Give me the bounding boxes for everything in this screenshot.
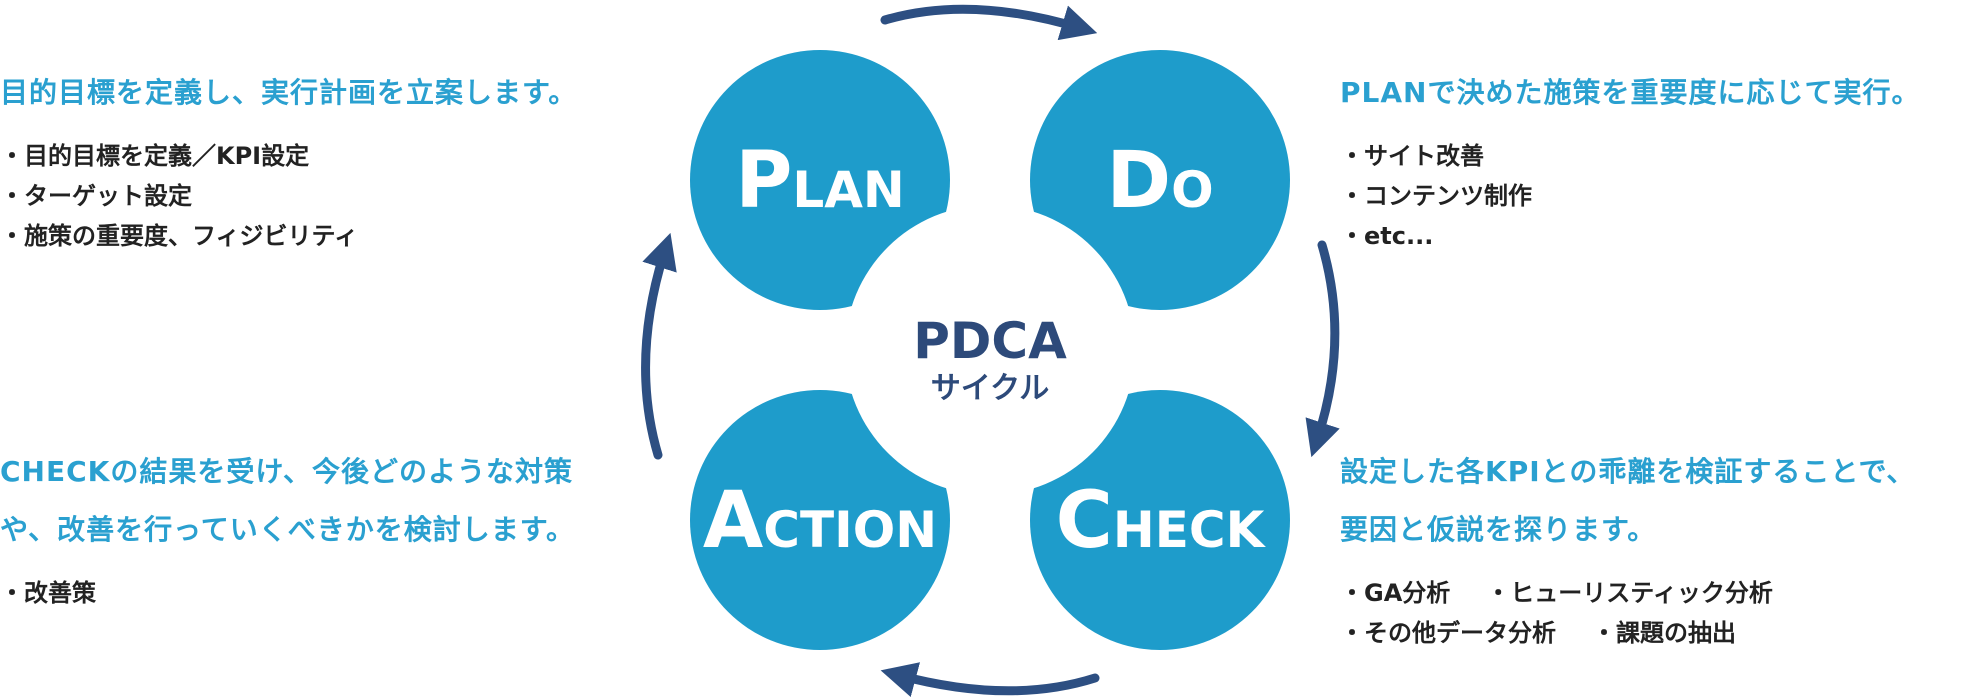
action-circle — [690, 390, 950, 650]
list-item: ・その他データ分析 — [1340, 619, 1556, 647]
check-items-row: ・その他データ分析 ・課題の抽出 — [1340, 613, 1915, 653]
action-description: CHECKの結果を受け、今後どのような対策 や、改善を行っていくべきかを検討しま… — [0, 443, 575, 613]
action-items: ・改善策 — [0, 573, 575, 613]
arrow-plan-to-do — [880, 4, 1098, 41]
list-item: ・改善策 — [0, 579, 96, 607]
check-items-row: ・GA分析 ・ヒューリスティック分析 — [1340, 573, 1915, 613]
check-description: 設定した各KPIとの乖離を検証することで、 要因と仮説を探ります。 ・GA分析 … — [1340, 443, 1915, 653]
center-title: PDCA — [913, 312, 1067, 370]
do-description: PLANで決めた施策を重要度に応じて実行。 ・サイト改善 ・コンテンツ制作 ・e… — [1340, 64, 1920, 256]
list-item: ・目的目標を定義／KPI設定 — [0, 142, 310, 170]
do-label: DO — [1106, 136, 1213, 226]
center-subtitle: サイクル — [931, 371, 1050, 406]
do-circle — [1030, 50, 1290, 310]
action-label: ACTION — [703, 476, 937, 566]
check-circle — [1030, 390, 1290, 650]
plan-label: PLAN — [735, 136, 905, 226]
center-hole — [845, 205, 1135, 495]
list-item: ・コンテンツ制作 — [1340, 182, 1532, 210]
list-item: ・サイト改善 — [1340, 142, 1484, 170]
check-label: CHECK — [1056, 476, 1267, 566]
list-item: ・課題の抽出 — [1592, 619, 1736, 647]
plan-items: ・目的目標を定義／KPI設定 ・ターゲット設定 ・施策の重要度、フィジビリティ — [0, 136, 577, 256]
check-items: ・GA分析 ・ヒューリスティック分析 ・その他データ分析 ・課題の抽出 — [1340, 573, 1915, 653]
action-heading-line1: CHECKの結果を受け、今後どのような対策 — [0, 455, 573, 488]
plan-description: 目的目標を定義し、実行計画を立案します。 ・目的目標を定義／KPI設定 ・ターゲ… — [0, 64, 577, 256]
arrow-do-to-check — [1305, 240, 1340, 458]
do-items: ・サイト改善 ・コンテンツ制作 ・etc... — [1340, 136, 1920, 256]
check-heading-line2: 要因と仮説を探ります。 — [1340, 513, 1657, 546]
arrow-check-to-action — [880, 662, 1100, 698]
list-item: ・ターゲット設定 — [0, 182, 192, 210]
list-item: ・GA分析 — [1340, 579, 1451, 607]
plan-circle — [690, 50, 950, 310]
check-heading-line1: 設定した各KPIとの乖離を検証することで、 — [1340, 455, 1916, 488]
plan-heading: 目的目標を定義し、実行計画を立案します。 — [0, 76, 578, 109]
action-heading-line2: や、改善を行っていくべきかを検討します。 — [0, 513, 575, 546]
arrow-action-to-plan — [641, 232, 677, 460]
do-heading: PLANで決めた施策を重要度に応じて実行。 — [1340, 76, 1921, 109]
list-item: ・etc... — [1340, 222, 1434, 250]
list-item: ・施策の重要度、フィジビリティ — [0, 222, 359, 250]
list-item: ・ヒューリスティック分析 — [1486, 579, 1773, 607]
